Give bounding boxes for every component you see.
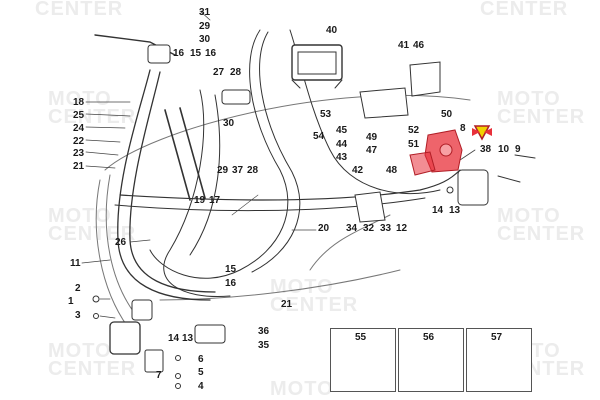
callout: 18 [73,97,85,108]
callout: 19 [194,195,206,206]
callout: 9 [515,144,521,155]
callout: 36 [258,326,270,337]
callout: 43 [336,152,348,163]
callout: 53 [320,109,332,120]
callout: 52 [408,125,420,136]
callout: 30 [223,118,235,129]
callout: 15 [190,48,202,59]
callout: 29 [199,21,211,32]
detail-box-57 [466,328,532,392]
callout: 11 [70,258,81,269]
callout: 26 [115,237,127,248]
callout: 29 [217,165,229,176]
callout: 13 [182,333,194,344]
callout: 38 [480,144,492,155]
callout: 16 [173,48,185,59]
callout: 14 [168,333,180,344]
watermark: CENTER [35,0,124,20]
callout: 20 [318,223,330,234]
callout: 21 [73,161,85,172]
warning-marker [472,125,492,141]
detail-box-label: 56 [423,332,435,343]
callout: 24 [73,123,85,134]
detail-box-label: 57 [491,332,503,343]
callout: 6 [198,354,204,365]
callout: 51 [408,139,420,150]
callout: 49 [366,132,378,143]
watermark: CENTER [480,0,569,20]
callout: 7 [156,370,162,381]
callout: 16 [205,48,217,59]
callout: 33 [380,223,392,234]
callout: 22 [73,136,85,147]
watermark: MOTO [270,378,334,400]
callout: 32 [363,223,375,234]
callout: 44 [336,139,348,150]
callout: 10 [498,144,510,155]
detail-box-55 [330,328,396,392]
callout: 41 [398,40,410,51]
detail-box-56 [398,328,464,392]
callout: 48 [386,165,398,176]
callout: 25 [73,110,85,121]
callout: 28 [247,165,259,176]
callout: 1 [68,296,74,307]
callout: 5 [198,367,204,378]
callout: 46 [413,40,425,51]
callout: 12 [396,223,408,234]
callout: 40 [326,25,338,36]
callout: 4 [198,381,204,392]
callout: 50 [441,109,453,120]
callout: 47 [366,145,378,156]
callout: 21 [281,299,293,310]
callout: 2 [75,283,81,294]
highlighted-part-group [409,129,463,176]
callout: 28 [230,67,242,78]
callout: 27 [213,67,225,78]
callout: 37 [232,165,244,176]
detail-box-label: 55 [355,332,367,343]
callout: 35 [258,340,270,351]
callout: 42 [352,165,364,176]
callout: 14 [432,205,444,216]
callout: 45 [336,125,348,136]
callout: 13 [449,205,461,216]
callout: 15 [225,264,237,275]
callout: 30 [199,34,211,45]
callout: 16 [225,278,237,289]
callout: 3 [75,310,81,321]
callout: 17 [209,195,221,206]
callout: 23 [73,148,85,159]
callout: 31 [199,7,211,18]
callout: 34 [346,223,358,234]
callout: 54 [313,131,325,142]
callout: 8 [460,123,466,134]
